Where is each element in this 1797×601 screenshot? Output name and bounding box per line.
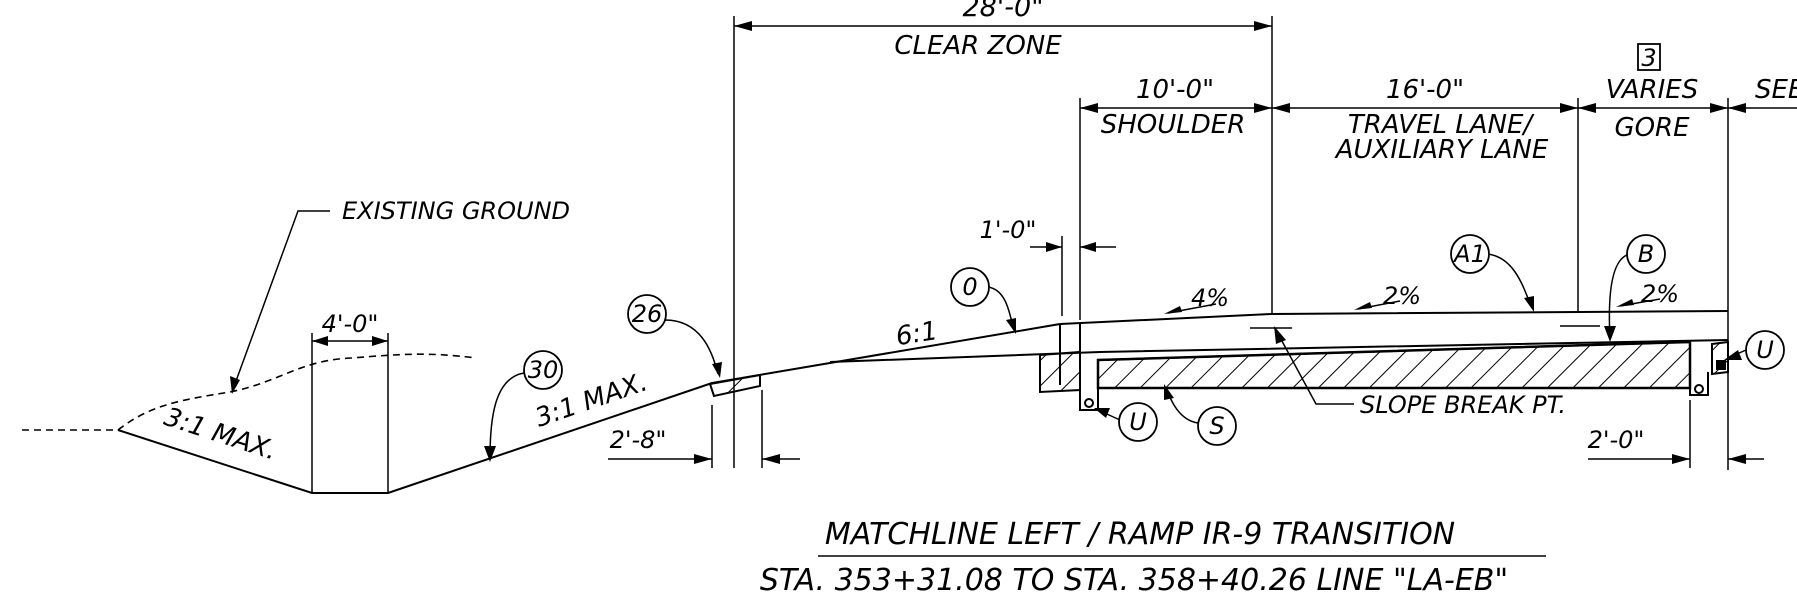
gore-width: VARIES xyxy=(1606,75,1698,105)
bubble-u-right-text: U xyxy=(1756,336,1774,364)
existing-ground-label: EXISTING GROUND xyxy=(342,197,570,225)
foreslope-label: 3:1 MAX. xyxy=(160,402,280,467)
shoulder-width: 10'-0" xyxy=(1136,75,1214,105)
bubble-a1: A1 xyxy=(1450,234,1490,274)
lane-slope-label: 2% xyxy=(1383,282,1421,310)
travel-lane-label-1: TRAVEL LANE/ xyxy=(1348,110,1536,140)
clear-zone-width: 28'-0" xyxy=(962,0,1043,23)
offset-2ft8: 2'-8" xyxy=(610,426,667,454)
travel-lane-width: 16'-0" xyxy=(1386,75,1464,105)
offset-2ft: 2'-0" xyxy=(1588,426,1645,454)
title-line-2: STA. 353+31.08 TO STA. 358+40.26 LINE "L… xyxy=(760,563,1508,598)
title-line-1: MATCHLINE LEFT / RAMP IR-9 TRANSITION xyxy=(825,517,1455,552)
travel-lane-label-2: AUXILIARY LANE xyxy=(1334,135,1549,165)
bubble-b-text: B xyxy=(1638,240,1654,268)
see-label: SEE xyxy=(1755,75,1797,105)
embankment-slope-label: 6:1 xyxy=(894,316,940,352)
bubble-30-text: 30 xyxy=(528,356,559,384)
shoulder-label: SHOULDER xyxy=(1101,110,1246,140)
slope-arrows xyxy=(1164,298,1661,314)
slope-break-label: SLOPE BREAK PT. xyxy=(1360,391,1566,419)
dimension-labels: 28'-0" CLEAR ZONE 10'-0" SHOULDER 16'-0"… xyxy=(322,0,1797,454)
callout-leaders xyxy=(230,210,1747,462)
dimension-lines xyxy=(312,21,1797,464)
extension-lines xyxy=(711,16,1729,470)
note-box-3: 3 xyxy=(1637,43,1661,72)
bubble-s: S xyxy=(1197,406,1237,446)
note-box-3-text: 3 xyxy=(1641,44,1656,72)
bubble-a1-text: A1 xyxy=(1452,240,1486,268)
shoulder-slope-label: 4% xyxy=(1191,284,1229,312)
clear-zone-label: CLEAR ZONE xyxy=(894,31,1062,61)
bubble-u-right: U xyxy=(1745,330,1785,370)
pavement-section xyxy=(708,310,1729,411)
bubble-26-text: 26 xyxy=(632,300,663,328)
bubble-0-text: 0 xyxy=(962,273,977,301)
bubble-26: 26 xyxy=(627,294,667,334)
note-labels: EXISTING GROUND SLOPE BREAK PT. xyxy=(342,197,1566,419)
bubble-30: 30 xyxy=(523,350,563,390)
ground-profile xyxy=(22,323,1061,494)
bubble-u-left: U xyxy=(1118,402,1158,442)
offset-1ft: 1'-0" xyxy=(980,216,1037,244)
bubble-b: B xyxy=(1626,234,1666,274)
gore-slope-label: 2% xyxy=(1641,280,1679,308)
drawing-title: MATCHLINE LEFT / RAMP IR-9 TRANSITION ST… xyxy=(760,517,1546,598)
ditch-bottom-width: 4'-0" xyxy=(322,310,379,338)
bubble-u-left-text: U xyxy=(1129,408,1147,436)
gore-label: GORE xyxy=(1614,113,1690,143)
callout-bubbles: 26 30 0 A1 B U S U xyxy=(523,43,1785,446)
bubble-s-text: S xyxy=(1209,412,1224,440)
bubble-0: 0 xyxy=(950,267,990,307)
